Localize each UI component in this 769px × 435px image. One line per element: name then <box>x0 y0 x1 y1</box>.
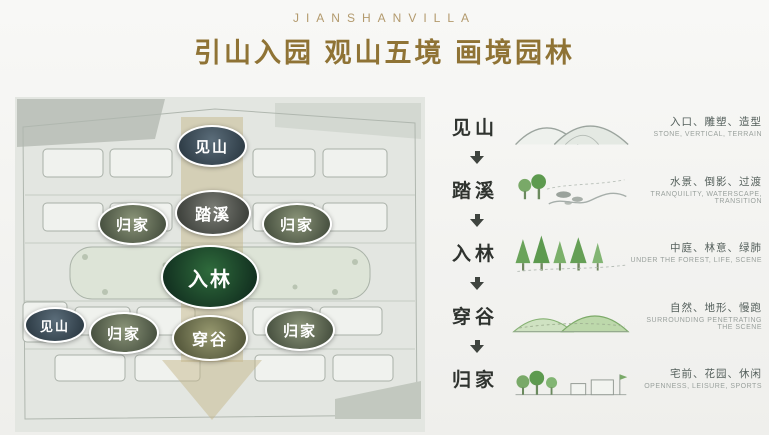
legend-desc-cn: 宅前、花园、休闲 <box>670 368 762 380</box>
legend-arrow-row <box>452 212 764 229</box>
plan-badge-guijia-bottom: 归家 <box>89 312 159 354</box>
badge-label: 踏溪 <box>194 207 231 224</box>
down-arrow-icon <box>470 151 484 164</box>
page-title: 引山入园 观山五境 画境园林 <box>193 38 575 68</box>
legend-label: 归家 <box>452 369 499 391</box>
down-arrow-icon <box>470 214 484 227</box>
legend-item-taxi: 踏溪 水景、倒影、过渡 TRANQUILITY, WATERSCAPE, TRA… <box>452 166 764 212</box>
plan-badge-guijia-bottom-right: 归家 <box>265 309 335 351</box>
badge-label: 归家 <box>282 322 317 340</box>
brand-text: JIANSHANVILLA <box>292 11 477 25</box>
stream-icon <box>510 166 630 212</box>
legend-label: 见山 <box>452 117 499 139</box>
legend-label: 穿谷 <box>452 306 499 328</box>
legend-desc: 中庭、林意、绿肺 UNDER THE FOREST, LIFE, SCENE <box>630 240 764 264</box>
badge-label: 穿谷 <box>191 332 228 349</box>
down-arrow-icon <box>470 340 484 353</box>
legend-desc-cn: 中庭、林意、绿肺 <box>670 242 762 254</box>
badge-label: 归家 <box>279 216 314 234</box>
plan-badge-guijia-right: 归家 <box>262 203 332 245</box>
legend-item-rulin: 入林 中庭、林意、绿肺 UNDER THE FOREST, LIFE, SCEN… <box>452 229 764 275</box>
badge-label: 入林 <box>188 268 232 291</box>
legend-desc: 水景、倒影、过渡 TRANQUILITY, WATERSCAPE, TRANSI… <box>630 174 764 205</box>
mountains-icon <box>510 103 630 149</box>
badge-label: 见山 <box>194 138 229 156</box>
legend-arrow-row <box>452 275 764 292</box>
plan-badge-guijia-left: 归家 <box>98 203 168 245</box>
home-icon <box>510 355 630 401</box>
legend-label: 入林 <box>452 243 499 265</box>
legend-item-guijia: 归家 宅前、花园、休闲 OPENNESS, LEISURE, SPORTS <box>452 355 764 401</box>
legend-desc-en: OPENNESS, LEISURE, SPORTS <box>644 383 762 390</box>
legend: 见山 入口、雕塑、造型 STONE, VERTICAL, TERRAIN 踏溪 <box>452 103 764 401</box>
legend-label: 踏溪 <box>452 180 499 202</box>
forest-icon <box>510 229 630 275</box>
down-arrow-icon <box>470 277 484 290</box>
masterplan-panel: 见山 踏溪 归家 归家 入林 见山 归家 穿谷 归家 <box>15 97 425 432</box>
legend-desc: 自然、地形、慢跑 SURROUNDING PENETRATING THE SCE… <box>630 300 764 331</box>
legend-arrow-row <box>452 338 764 355</box>
legend-item-jianshan: 见山 入口、雕塑、造型 STONE, VERTICAL, TERRAIN <box>452 103 764 149</box>
plan-badge-jianshan-top: 见山 <box>177 125 247 167</box>
legend-item-chuangu: 穿谷 自然、地形、慢跑 SURROUNDING PENETRATING THE … <box>452 292 764 338</box>
legend-desc-en: UNDER THE FOREST, LIFE, SCENE <box>630 257 762 264</box>
badge-label: 见山 <box>39 318 70 334</box>
plan-badge-jianshan-bottom: 见山 <box>24 307 86 343</box>
valley-icon <box>510 292 630 338</box>
legend-desc-cn: 水景、倒影、过渡 <box>670 175 762 188</box>
plan-badge-taxi-stream: 踏溪 <box>175 190 251 236</box>
plan-badge-chuangu: 穿谷 <box>172 315 248 361</box>
axis-arrow-icon <box>162 360 262 420</box>
legend-desc-en: TRANQUILITY, WATERSCAPE, TRANSITION <box>650 190 762 205</box>
badge-label: 归家 <box>115 216 150 234</box>
legend-desc-en: SURROUNDING PENETRATING THE SCENE <box>646 316 762 331</box>
legend-desc-cn: 自然、地形、慢跑 <box>670 301 762 314</box>
legend-desc-cn: 入口、雕塑、造型 <box>670 116 762 128</box>
plan-badge-rulin: 入林 <box>161 245 259 309</box>
legend-desc: 入口、雕塑、造型 STONE, VERTICAL, TERRAIN <box>630 114 764 138</box>
legend-desc: 宅前、花园、休闲 OPENNESS, LEISURE, SPORTS <box>630 366 764 390</box>
legend-desc-en: STONE, VERTICAL, TERRAIN <box>653 131 762 138</box>
legend-arrow-row <box>452 149 764 166</box>
badge-label: 归家 <box>106 325 141 343</box>
